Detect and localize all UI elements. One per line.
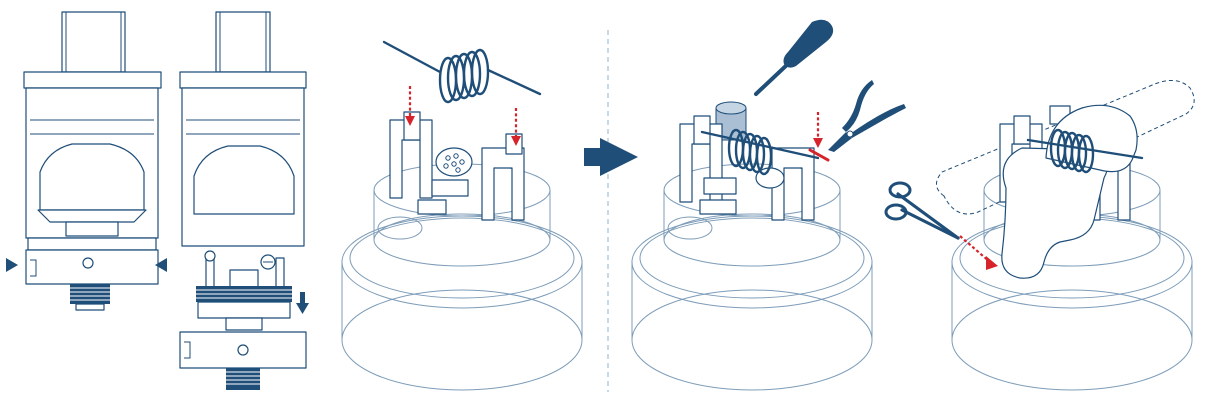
- deck-trim-coil: [631, 19, 906, 391]
- arrow-down-icon: [296, 292, 309, 314]
- assembled-tank: [6, 11, 167, 311]
- pliers-icon: [828, 80, 906, 152]
- scissors-icon: [884, 181, 960, 240]
- deck-insert-wick: [884, 80, 1195, 391]
- arrow-left-icon: [155, 258, 167, 272]
- arrow-right-icon: [6, 258, 18, 272]
- separated-tank: [179, 11, 309, 390]
- deck-install-coil: [341, 40, 583, 391]
- next-step-arrow-icon: [584, 138, 638, 176]
- coil-wire: [382, 40, 542, 104]
- screwdriver-icon: [754, 19, 834, 96]
